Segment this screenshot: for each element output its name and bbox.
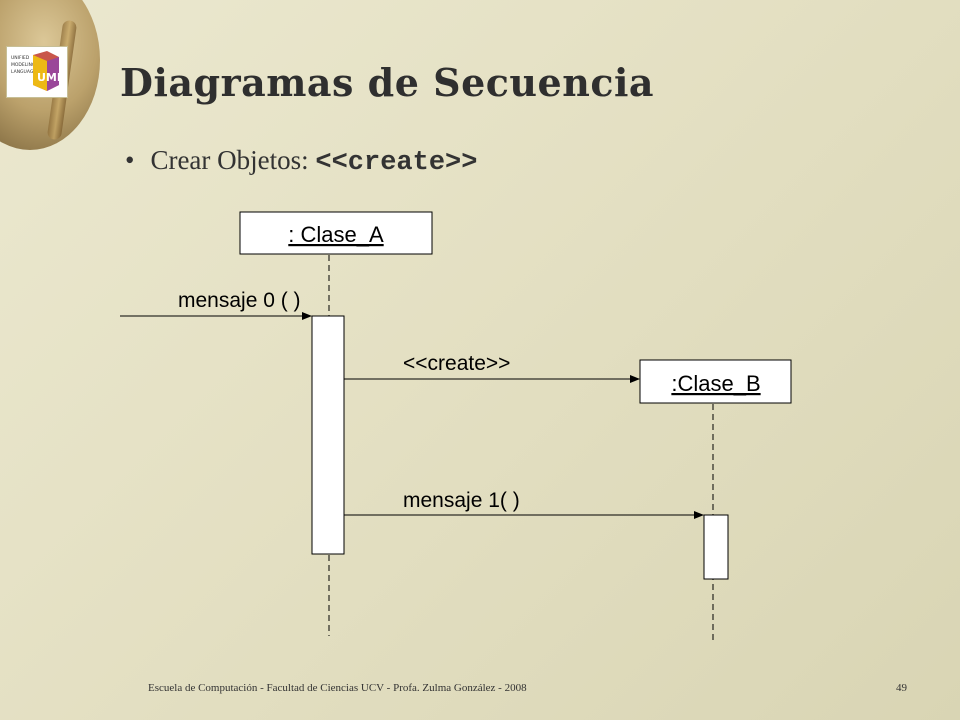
object-label-b: :Clase_B: [671, 371, 760, 396]
bullet-code: <<create>>: [315, 148, 478, 178]
message-label-0: mensaje 0 ( ): [178, 289, 301, 312]
uml-logo: UNIFIED MODELING LANGUAGE UML: [6, 46, 68, 98]
uml-logo-line-1: UNIFIED: [11, 55, 30, 61]
message-label-1: <<create>>: [403, 352, 510, 375]
bullet-text: Crear Objetos:: [150, 145, 316, 175]
slide-footer: Escuela de Computación - Facultad de Cie…: [148, 682, 527, 694]
object-box-b: [639, 359, 792, 404]
message-label-2: mensaje 1( ): [403, 489, 520, 512]
activation-bar-b: [703, 514, 729, 580]
uml-logo-graphic: UNIFIED MODELING LANGUAGE UML: [11, 51, 64, 91]
message-mensaje-0: mensaje 0 ( ): [120, 289, 312, 320]
uml-logo-line-3: LANGUAGE: [11, 69, 36, 75]
message-mensaje-1: mensaje 1( ): [344, 489, 704, 519]
object-label-a: : Clase_A: [288, 222, 384, 247]
bullet-item: • Crear Objetos: <<create>>: [125, 145, 477, 178]
activation-bar-a: [311, 315, 345, 555]
object-box-a: [239, 211, 433, 255]
object-clase-b[interactable]: :Clase_B: [639, 359, 792, 404]
uml-logo-mark: UML: [37, 71, 64, 84]
bullet-dot: •: [125, 145, 135, 175]
object-clase-a[interactable]: : Clase_A: [239, 211, 433, 255]
slide-title: Diagramas de Secuencia: [120, 60, 655, 105]
message-create: <<create>>: [344, 352, 640, 383]
page-number: 49: [896, 682, 907, 694]
uml-logo-line-2: MODELING: [11, 62, 36, 68]
